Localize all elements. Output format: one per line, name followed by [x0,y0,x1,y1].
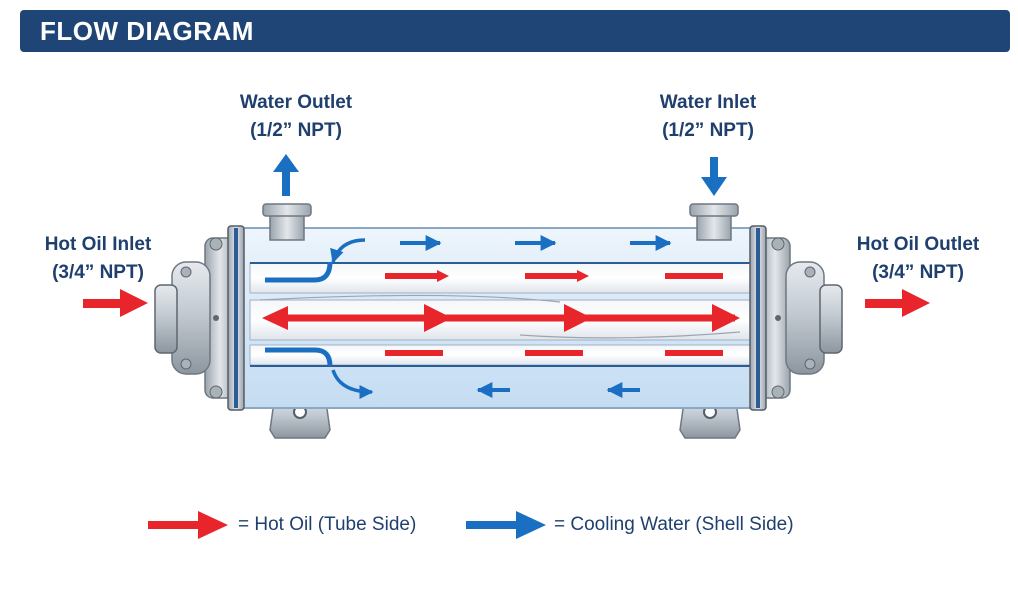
hot-oil-inlet-label: Hot Oil Inlet (3/4” NPT) [18,231,178,287]
hot-oil-outlet-arrow [865,289,930,317]
right-end-cap [749,225,843,411]
upper-baffle [265,261,333,283]
hot-oil-flow-arrows [262,270,740,356]
water-outlet-nozzle [262,203,312,241]
water-inlet-nozzle [689,203,739,241]
legend-hot-oil-swatch [148,511,228,539]
left-end-cap [154,225,245,411]
hot-oil-inlet-name: Hot Oil Inlet [44,234,152,255]
cooling-water-flow-arrows [330,235,672,399]
legend-cooling-water-label: = Cooling Water (Shell Side) [554,514,794,535]
hot-oil-outlet-name: Hot Oil Outlet [856,234,980,255]
page-title: FLOW DIAGRAM [40,16,254,46]
hot-oil-outlet-label: Hot Oil Outlet (3/4” NPT) [828,231,1008,287]
header-bar: FLOW DIAGRAM [20,10,1010,52]
legend-cooling-water-swatch [466,511,546,539]
water-outlet-name: Water Outlet [239,92,353,113]
hot-oil-inlet-size: (3/4” NPT) [52,262,144,283]
water-inlet-arrow [701,157,727,196]
legend-hot-oil-label: = Hot Oil (Tube Side) [238,514,417,535]
water-inlet-name: Water Inlet [659,92,757,113]
water-outlet-arrow [273,154,299,196]
water-inlet-size: (1/2” NPT) [662,120,754,141]
lower-baffle [265,347,333,367]
water-outlet-size: (1/2” NPT) [250,120,342,141]
water-outlet-label: Water Outlet (1/2” NPT) [216,89,376,145]
water-inlet-label: Water Inlet (1/2” NPT) [628,89,788,145]
hot-oil-outlet-size: (3/4” NPT) [872,262,964,283]
hot-oil-inlet-arrow [83,289,148,317]
